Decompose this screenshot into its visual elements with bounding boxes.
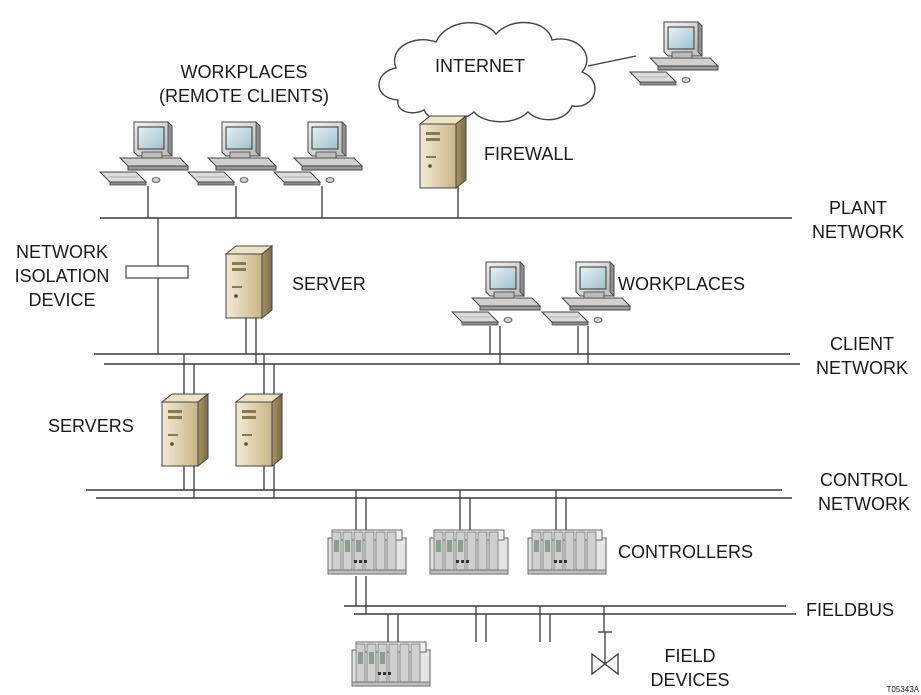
client-server-icon [225, 245, 273, 319]
field-devices-label-line2: DEVICES [650, 670, 729, 690]
isolation-label-line2: ISOLATION [15, 266, 110, 286]
controllers-label: CONTROLLERS [618, 542, 753, 562]
workplace-2-icon [541, 261, 631, 326]
plant-network-label-line2: NETWORK [812, 222, 904, 242]
isolation-label-line1: NETWORK [16, 242, 108, 262]
field-devices-label-line1: FIELD [664, 646, 715, 666]
remote-workstation-1-icon [99, 121, 189, 186]
workplaces-remote-label-line2: (REMOTE CLIENTS) [159, 86, 329, 106]
fieldbus-label: FIELDBUS [806, 600, 894, 620]
client-network-label-line2: NETWORK [816, 358, 908, 378]
control-network-label-line1: CONTROL [820, 470, 908, 490]
remote-workstation-2-icon [187, 121, 277, 186]
control-network-label-line2: NETWORK [818, 494, 910, 514]
valve-icon [591, 606, 619, 676]
figure-id: T05343A [887, 685, 920, 694]
client-network-label-line1: CLIENT [830, 334, 894, 354]
servers-1-icon [161, 393, 209, 467]
internet-client-link [587, 55, 637, 67]
workplaces-label: WORKPLACES [618, 274, 745, 294]
controller-1-icon [327, 529, 407, 575]
remote-workstation-3-icon [273, 121, 363, 186]
workplace-1-icon [451, 261, 541, 326]
internet-cloud-icon [378, 21, 596, 123]
workplaces-remote-label-line1: WORKPLACES [180, 62, 307, 82]
isolation-device-icon [125, 265, 189, 279]
servers-label: SERVERS [48, 416, 134, 436]
internet-label: INTERNET [435, 56, 525, 76]
remote-internet-workstation-icon [629, 21, 719, 86]
firewall-server-icon [419, 115, 467, 189]
plant-network-label-line1: PLANT [829, 198, 887, 218]
servers-2-icon [235, 393, 283, 467]
controller-2-icon [429, 529, 509, 575]
controller-3-icon [527, 529, 607, 575]
firewall-label: FIREWALL [484, 144, 573, 164]
isolation-label-line3: DEVICE [28, 290, 95, 310]
field-controller-icon [351, 641, 431, 687]
server-label: SERVER [292, 274, 366, 294]
